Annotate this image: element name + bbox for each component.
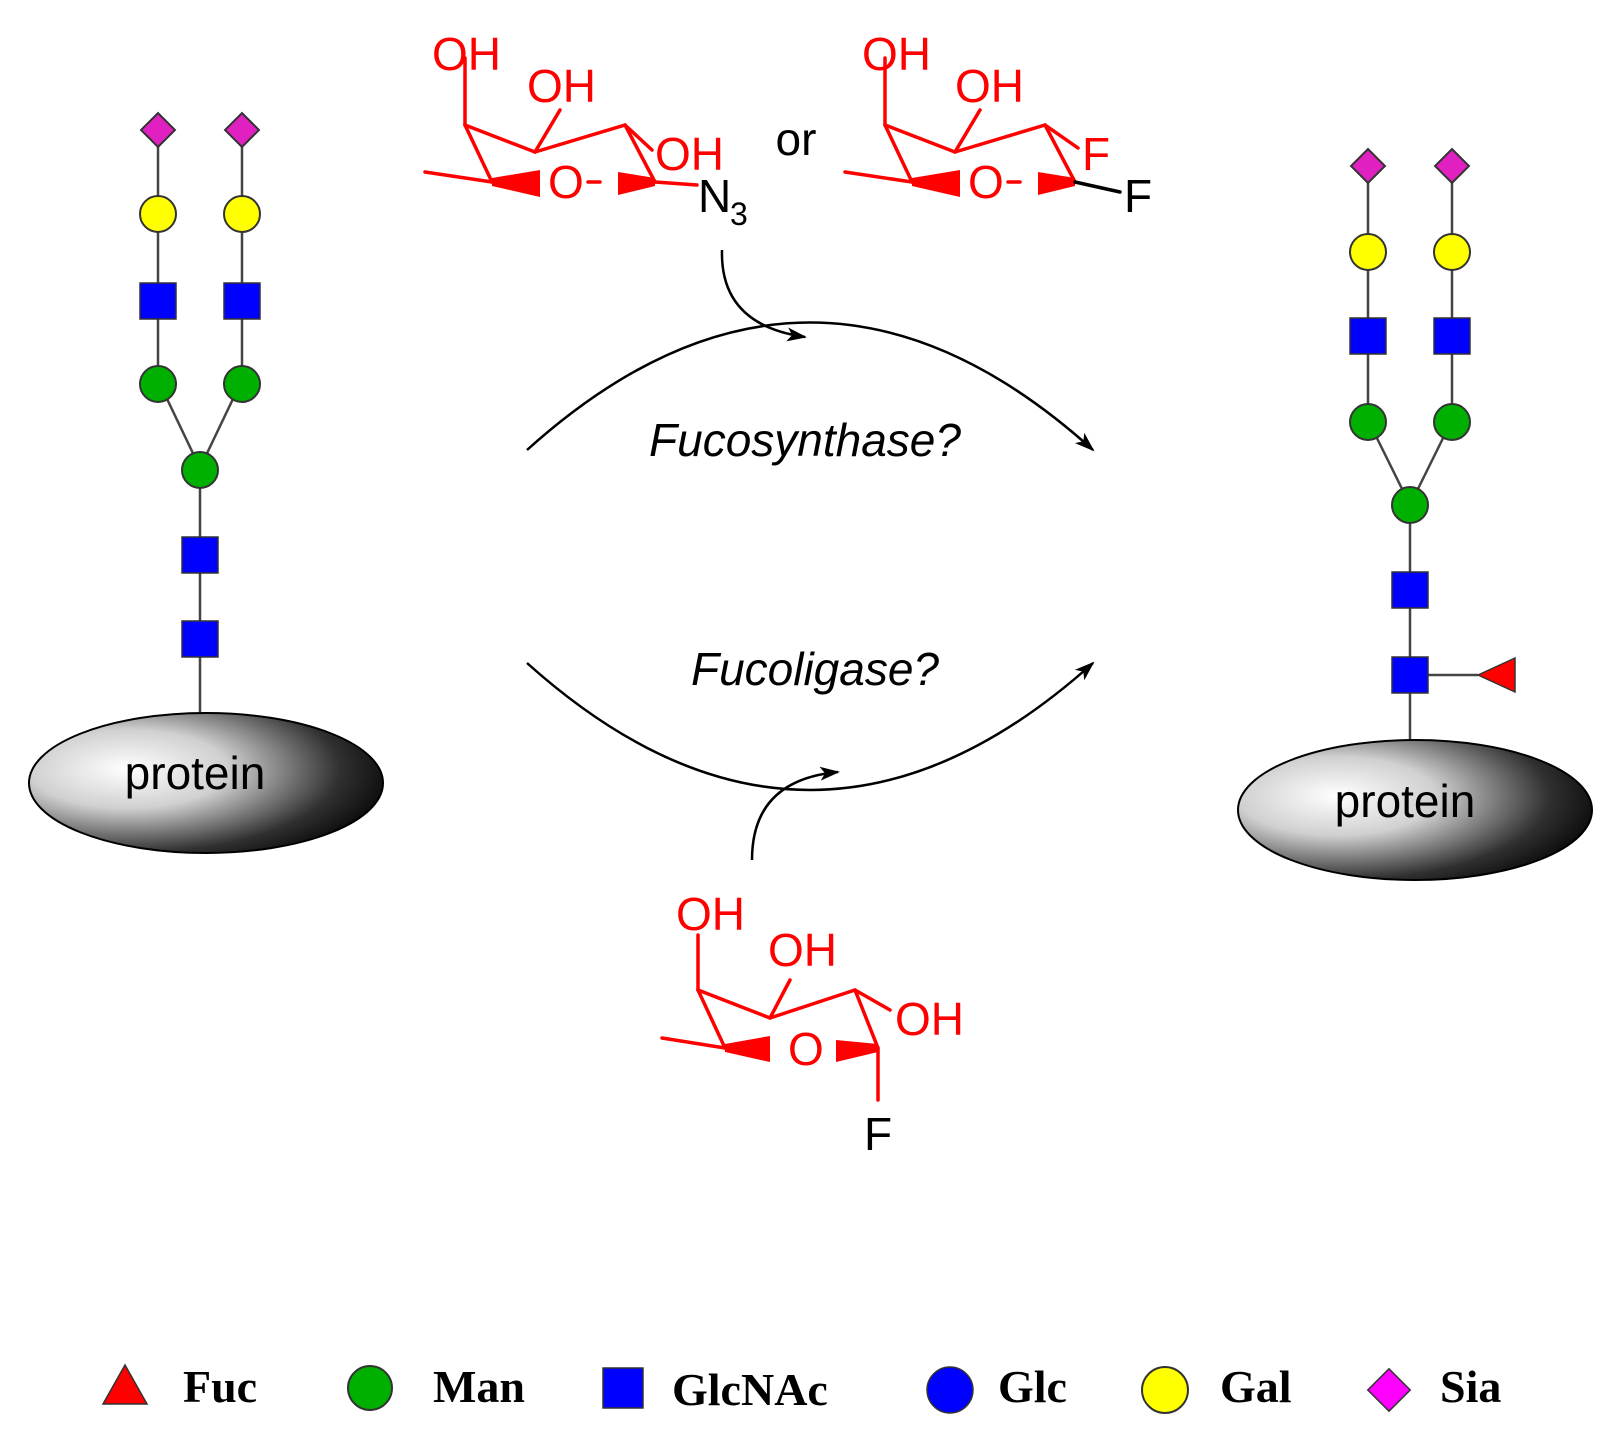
right-fucose	[1476, 656, 1516, 694]
fucoligase-label: Fucoligase?	[691, 643, 939, 695]
right-sia-1	[1349, 147, 1387, 185]
left-glcnac-1	[139, 282, 177, 320]
left-glcnac-2	[223, 282, 261, 320]
right-glycoprotein: protein	[1237, 147, 1593, 881]
wedge-bond	[492, 170, 540, 197]
left-sia-2	[223, 111, 261, 149]
fluorine-label: F	[864, 1108, 892, 1160]
glcnac-square-icon	[602, 1367, 644, 1409]
man-circle-icon	[347, 1365, 393, 1411]
azide-subscript-label: 3	[730, 196, 748, 232]
legend-item-fuc: Fuc	[101, 1361, 257, 1412]
glc-circle-icon	[926, 1366, 974, 1414]
oh-label: OH	[955, 60, 1024, 112]
wedge-bond	[836, 1040, 878, 1062]
left-man-2	[223, 365, 261, 403]
legend-label-glcnac: GlcNAc	[672, 1364, 828, 1415]
left-glycoprotein: protein	[28, 111, 384, 854]
right-man-1	[1349, 403, 1387, 441]
fluorine-1-label: F	[1124, 170, 1152, 222]
right-man-core	[1391, 486, 1429, 524]
fluorine-2-label: F	[1082, 128, 1110, 180]
left-gal-1	[139, 195, 177, 233]
top-reaction-arrow	[526, 321, 1095, 452]
legend-label-glc: Glc	[998, 1361, 1067, 1412]
right-protein-label: protein	[1335, 775, 1476, 827]
ring-oxygen-label: O	[968, 156, 1004, 208]
right-glcnac-2	[1433, 317, 1471, 355]
or-label: or	[776, 113, 817, 165]
bottom-reagent-arrow	[750, 766, 840, 861]
sia-diamond-icon	[1366, 1367, 1412, 1413]
legend-label-fuc: Fuc	[183, 1361, 257, 1412]
wedge-bond	[1038, 172, 1075, 195]
oh-label: OH	[768, 924, 837, 976]
legend-item-gal: Gal	[1141, 1361, 1292, 1414]
gal-circle-icon	[1141, 1366, 1189, 1414]
right-protein	[1237, 739, 1593, 881]
right-man-2	[1433, 403, 1471, 441]
legend-item-sia: Sia	[1366, 1361, 1501, 1413]
left-protein	[28, 712, 384, 854]
legend-label-man: Man	[433, 1361, 525, 1412]
fucosynthase-label: Fucosynthase?	[649, 414, 961, 466]
oh-label: OH	[862, 28, 931, 80]
left-sia-1	[139, 111, 177, 149]
reaction-arrows	[526, 249, 1095, 861]
azide-n-label: N	[698, 170, 731, 222]
left-glcnac-core-1	[181, 536, 219, 574]
fucosyl-fluoride-structure: OH OH OH O F	[660, 888, 964, 1160]
legend-label-sia: Sia	[1440, 1361, 1501, 1412]
oh-label: OH	[655, 128, 724, 180]
oh-label: OH	[432, 28, 501, 80]
wedge-bond	[725, 1036, 770, 1062]
ring-oxygen-label: O	[788, 1023, 824, 1075]
right-sia-2	[1433, 147, 1471, 185]
legend-item-man: Man	[347, 1361, 525, 1412]
wedge-bond	[912, 170, 960, 197]
left-man-core	[181, 451, 219, 489]
left-man-1	[139, 365, 177, 403]
right-glcnac-core-2	[1391, 656, 1429, 694]
oh-label: OH	[676, 888, 745, 940]
fuc-triangle-icon	[101, 1363, 149, 1405]
left-gal-2	[223, 195, 261, 233]
legend-label-gal: Gal	[1220, 1361, 1292, 1412]
top-reagent-arrow	[720, 249, 807, 342]
legend-item-glcnac: GlcNAc	[602, 1364, 828, 1415]
oh-label: OH	[895, 993, 964, 1045]
fucosyl-azide-structure: OH OH OH O N 3	[423, 28, 748, 232]
legend: Fuc Man GlcNAc Glc Gal Sia	[101, 1361, 1501, 1415]
left-protein-label: protein	[125, 747, 266, 799]
legend-item-glc: Glc	[926, 1361, 1067, 1414]
right-gal-2	[1433, 233, 1471, 271]
difluoro-fucose-structure: OH OH O F F	[843, 28, 1152, 222]
left-glcnac-core-2	[181, 620, 219, 658]
right-glcnac-1	[1349, 317, 1387, 355]
right-glcnac-core-1	[1391, 571, 1429, 609]
oh-label: OH	[527, 60, 596, 112]
wedge-bond	[618, 172, 655, 195]
ring-oxygen-label: O	[548, 156, 584, 208]
bottom-reaction-arrow	[526, 661, 1095, 792]
right-gal-1	[1349, 233, 1387, 271]
